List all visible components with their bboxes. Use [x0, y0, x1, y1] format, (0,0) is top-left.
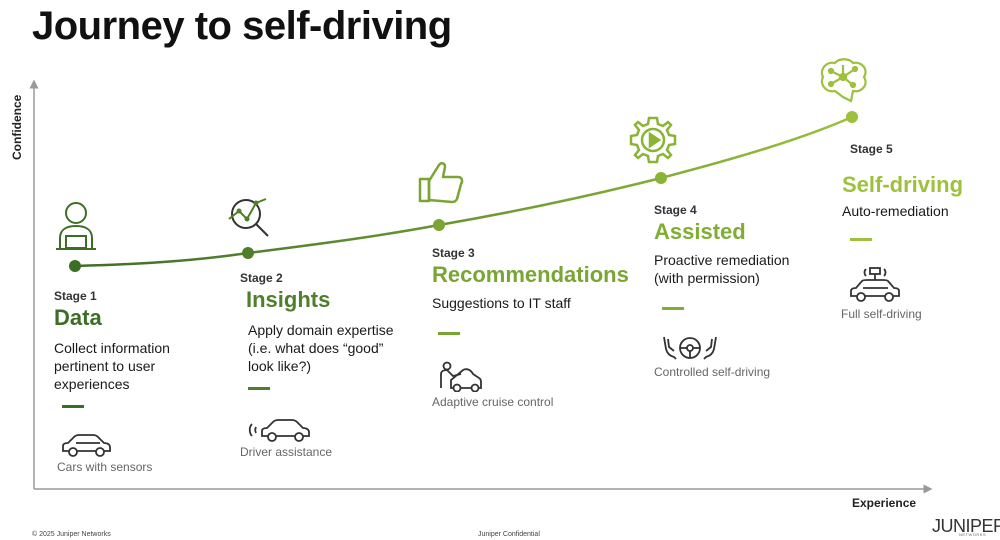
- autonomous-car-icon: [850, 267, 900, 302]
- stage-3-point: [433, 219, 445, 231]
- y-axis-label: Confidence: [10, 94, 24, 160]
- stage-3-dash: [438, 332, 460, 335]
- stage-4: Stage 4 Assisted Proactive remediation (…: [654, 203, 834, 310]
- stage-4-name: Assisted: [654, 219, 746, 244]
- stage-2-number: Stage 2: [240, 271, 283, 285]
- stage-3-number: Stage 3: [432, 246, 475, 260]
- stage-5-name: Self-driving: [842, 172, 964, 197]
- stage-2-name: Insights: [246, 287, 331, 312]
- stage-1-number: Stage 1: [54, 289, 97, 303]
- stage-2-description: Apply domain expertise (i.e. what does “…: [248, 322, 394, 374]
- stage-5-example: Full self-driving: [841, 307, 922, 321]
- page-title: Journey to self-driving: [32, 4, 452, 48]
- stage-2-point: [242, 247, 254, 259]
- stage-1-dash: [62, 405, 84, 408]
- copyright-notice: © 2025 Juniper Networks: [32, 531, 111, 538]
- juniper-logo-sub: NETWORKS: [959, 532, 987, 537]
- stage-1-name: Data: [54, 305, 102, 330]
- stage-5-number: Stage 5: [850, 142, 893, 156]
- stage-1-point: [69, 260, 81, 272]
- stage-1-description: Collect information pertinent to user ex…: [54, 340, 170, 392]
- car-driver-icon: [440, 361, 482, 392]
- stage-2-dash: [248, 387, 270, 390]
- car-icon: [62, 434, 111, 457]
- stage-5-dash: [850, 238, 872, 241]
- stage-2-example: Driver assistance: [240, 445, 333, 459]
- stage-3-description: Suggestions to IT staff: [432, 295, 571, 311]
- stage-3: Stage 3 Recommendations Suggestions to I…: [432, 246, 642, 335]
- x-axis-label: Experience: [852, 496, 917, 510]
- brain-network-icon: [820, 58, 867, 103]
- progress-curve: [74, 115, 853, 268]
- stage-5: Stage 5 Self-driving Auto-remediation: [842, 142, 992, 241]
- thumbs-up-icon: [418, 162, 464, 204]
- stage-5-point: [846, 111, 858, 123]
- stage-4-example: Controlled self-driving: [654, 365, 771, 379]
- stage-4-number: Stage 4: [654, 203, 697, 217]
- stage-1: Stage 1 Data Collect information pertine…: [54, 289, 234, 408]
- confidential-label: Juniper Confidential: [478, 531, 540, 538]
- juniper-logo: JUNIPER: [932, 516, 1000, 536]
- hands-steering-wheel-icon: [663, 336, 717, 360]
- stage-4-point: [655, 172, 667, 184]
- car-signal-icon: [248, 419, 310, 442]
- stage-3-example: Adaptive cruise control: [432, 395, 554, 409]
- stage-2: Stage 2 Insights Apply domain expertise …: [240, 271, 430, 390]
- gear-play-icon: [629, 116, 677, 164]
- magnifier-chart-icon: [228, 198, 269, 237]
- stage-4-description: Proactive remediation (with permission): [654, 252, 790, 286]
- stage-4-dash: [662, 307, 684, 310]
- person-at-laptop-icon: [56, 202, 96, 250]
- stage-3-name: Recommendations: [432, 262, 629, 287]
- stage-5-description: Auto-remediation: [842, 203, 949, 219]
- stage-1-example: Cars with sensors: [57, 460, 153, 474]
